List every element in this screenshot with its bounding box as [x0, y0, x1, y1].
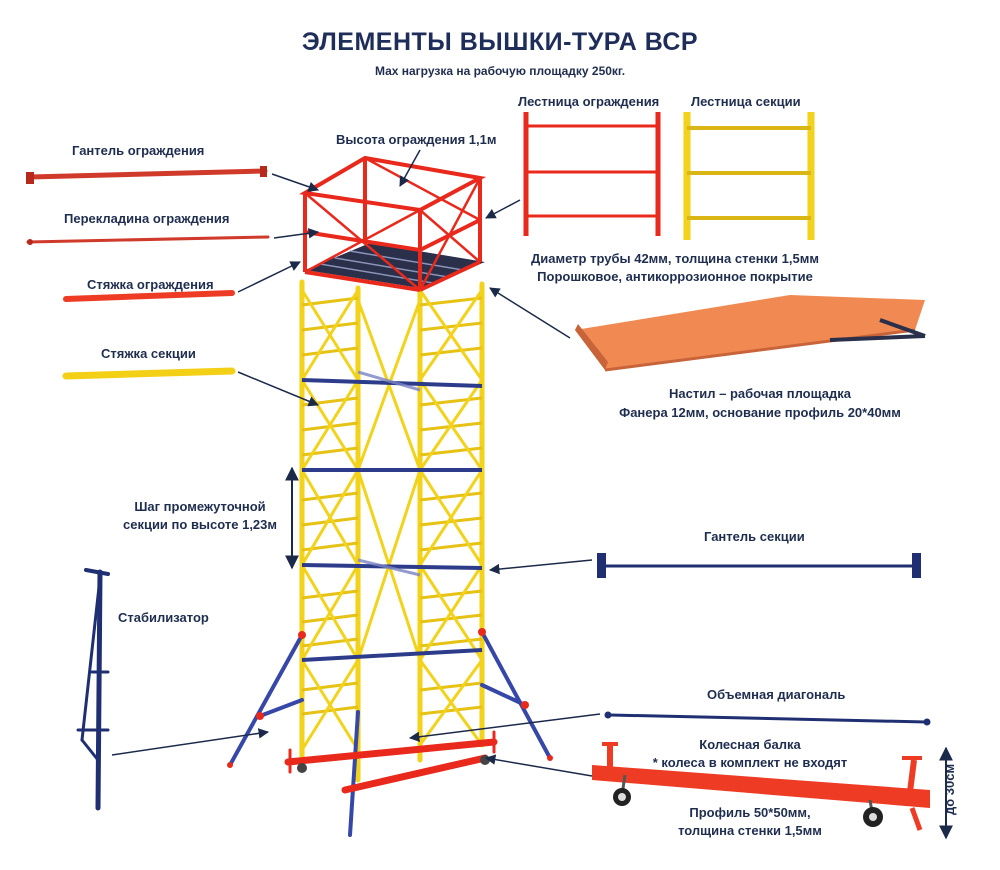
section-tie-label: Стяжка секции — [101, 346, 196, 361]
page-subtitle: Мах нагрузка на рабочую площадку 250кг. — [374, 64, 626, 78]
profile-label-line-1: Профиль 50*50мм, — [689, 805, 811, 820]
section-ladder-part — [683, 112, 815, 240]
deck-part — [575, 295, 926, 372]
profile-label-line-2: толщина стенки 1,5мм — [678, 823, 822, 838]
deck-label-line-2: Фанера 12мм, основание профиль 20*40мм — [619, 405, 901, 420]
guard-frame — [299, 155, 487, 292]
guard-tie-label: Стяжка ограждения — [87, 277, 214, 292]
step-label-line-1: Шаг промежуточной — [134, 499, 266, 514]
pipe-spec-line-1: Диаметр трубы 42мм, толщина стенки 1,5мм — [531, 251, 819, 266]
page-title: ЭЛЕМЕНТЫ ВЫШКИ-ТУРА ВСР — [301, 28, 699, 56]
wheel-beam-label-line-2: * колеса в комплект не входят — [652, 755, 848, 770]
height-note-label: до 30см — [942, 763, 957, 815]
step-label-line-2: секции по высоте 1,23м — [122, 517, 278, 532]
guard-height-label: Высота ограждения 1,1м — [336, 132, 497, 147]
section-ladder-label: Лестница секции — [691, 94, 801, 109]
pipe-spec-line-2: Порошковое, антикоррозионное покрытие — [537, 269, 813, 284]
stabilizer-label: Стабилизатор — [118, 610, 209, 625]
guard-crossbar-part — [26, 235, 270, 245]
guard-crossbar-label: Перекладина ограждения — [64, 211, 230, 226]
section-dumbbell-part — [597, 553, 921, 578]
guard-tie-part — [63, 290, 235, 302]
section-dumbbell-label: Гантель секции — [704, 529, 805, 544]
guard-dumbbell-label: Гантель ограждения — [72, 143, 205, 158]
guard-ladder-part — [523, 112, 661, 236]
tower — [227, 155, 553, 837]
tower-deck — [305, 243, 485, 288]
volume-diagonal-part — [604, 711, 931, 726]
wheel-beam-part — [592, 742, 930, 831]
section-tie-part — [62, 367, 236, 380]
guard-ladder-label: Лестница ограждения — [518, 94, 660, 109]
deck-label-line-1: Настил – рабочая площадка — [669, 386, 851, 401]
guard-dumbbell-part — [26, 166, 268, 184]
stabilizer-part — [76, 568, 110, 811]
wheel-beam-label-line-1: Колесная балка — [699, 737, 801, 752]
volume-diagonal-label: Объемная диагональ — [707, 687, 846, 702]
